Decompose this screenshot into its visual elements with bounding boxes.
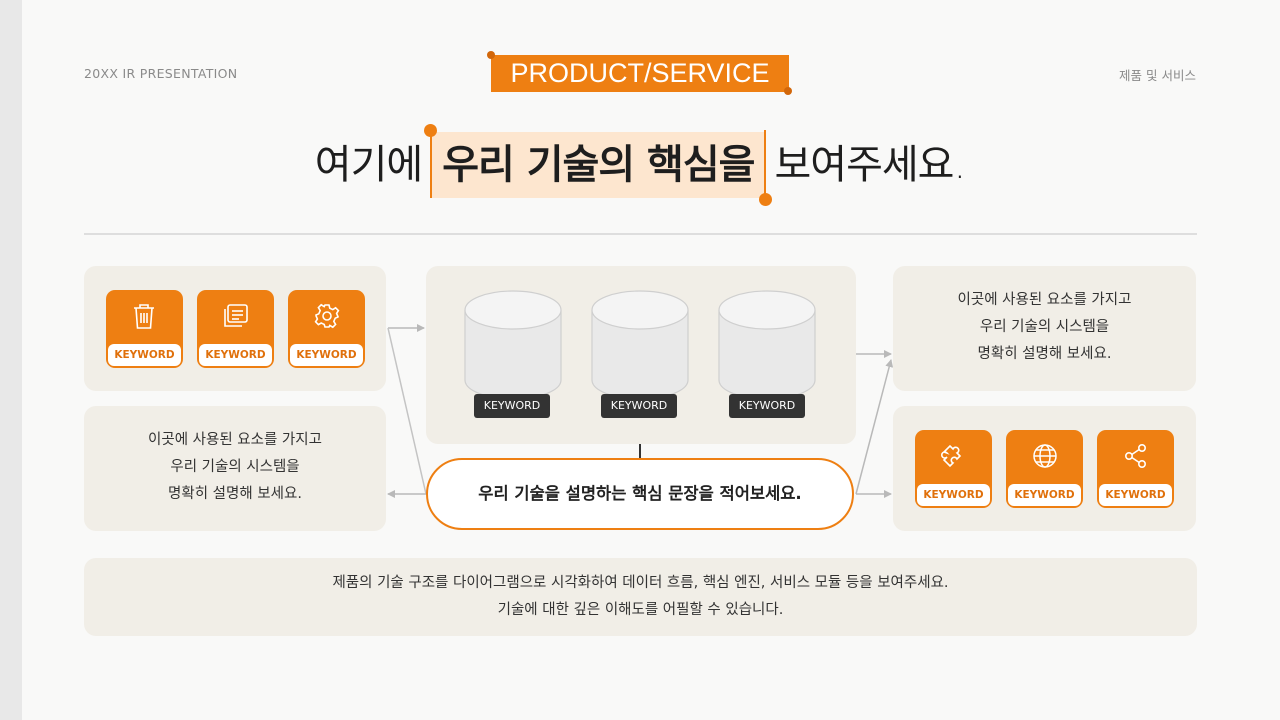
- keyword-card-documents: KEYWORD: [197, 290, 274, 368]
- badge-dot-top-left: [487, 51, 495, 59]
- title-suffix: 보여주세요.: [774, 142, 966, 188]
- keyword-card-gear: KEYWORD: [288, 290, 365, 368]
- keyword-label: KEYWORD: [290, 344, 363, 366]
- database-icon: [718, 290, 816, 400]
- gear-icon: [314, 303, 340, 329]
- left-description-panel: [84, 406, 386, 531]
- right-description: 이곳에 사용된 요소를 가지고 우리 기술의 시스템을 명확히 설명해 보세요.: [893, 287, 1196, 368]
- title-highlight-text: 우리 기술의 핵심을: [442, 142, 755, 188]
- keyword-card-globe: KEYWORD: [1006, 430, 1083, 508]
- highlight-dot-top: [424, 124, 438, 137]
- presentation-label: 20XX IR PRESENTATION: [84, 66, 238, 81]
- keyword-card-share: KEYWORD: [1097, 430, 1174, 508]
- database-icon: [464, 290, 562, 400]
- footer-line: 기술에 대한 깊은 이해도를 어필할 수 있습니다.: [497, 602, 784, 618]
- keyword-label: KEYWORD: [199, 344, 272, 366]
- description-line: 우리 기술의 시스템을: [170, 459, 300, 475]
- section-badge: PRODUCT/SERVICE: [491, 55, 789, 92]
- description-line: 우리 기술의 시스템을: [979, 319, 1110, 335]
- core-statement: 우리 기술을 설명하는 핵심 문장을 적어보세요.: [426, 458, 854, 530]
- description-line: 명확히 설명해 보세요.: [168, 486, 302, 502]
- footer-panel: [84, 558, 1197, 636]
- globe-icon: [1033, 444, 1057, 468]
- description-line: 이곳에 사용된 요소를 가지고: [957, 292, 1132, 308]
- footer-line: 제품의 기술 구조를 다이어그램으로 시각화하여 데이터 흐름, 핵심 엔진, …: [332, 575, 949, 591]
- database-cylinder-2: [591, 290, 689, 400]
- keyword-card-trash: KEYWORD: [106, 290, 183, 368]
- footer-description: 제품의 기술 구조를 다이어그램으로 시각화하여 데이터 흐름, 핵심 엔진, …: [84, 570, 1197, 624]
- left-description: 이곳에 사용된 요소를 가지고 우리 기술의 시스템을 명확히 설명해 보세요.: [84, 427, 386, 508]
- description-line: 명확히 설명해 보세요.: [977, 346, 1112, 362]
- trash-icon: [134, 304, 154, 329]
- database-icon: [591, 290, 689, 400]
- database-keyword-label: KEYWORD: [729, 394, 805, 418]
- database-cylinder-3: [718, 290, 816, 400]
- documents-icon: [224, 304, 248, 327]
- header-divider: [84, 233, 1197, 235]
- title-prefix: 여기에: [314, 142, 423, 188]
- highlight-dot-bottom: [759, 193, 773, 206]
- database-cylinder-1: [464, 290, 562, 400]
- left-edge-strip: [0, 0, 22, 720]
- arrow-core-to-right-text: [855, 359, 894, 495]
- database-keyword-label: KEYWORD: [474, 394, 550, 418]
- puzzle-icon: [941, 444, 962, 468]
- description-line: 이곳에 사용된 요소를 가지고: [148, 432, 322, 448]
- keyword-label: KEYWORD: [108, 344, 181, 366]
- keyword-label: KEYWORD: [1099, 484, 1172, 506]
- line-left-to-core: [387, 327, 427, 495]
- share-icon: [1124, 443, 1146, 468]
- title-highlight: 우리 기술의 핵심을: [424, 124, 773, 206]
- badge-dot-bottom-right: [784, 87, 792, 95]
- database-keyword-label: KEYWORD: [601, 394, 677, 418]
- keyword-card-puzzle: KEYWORD: [915, 430, 992, 508]
- keyword-label: KEYWORD: [1008, 484, 1081, 506]
- right-description-panel: [893, 266, 1196, 391]
- keyword-label: KEYWORD: [917, 484, 990, 506]
- section-label: 제품 및 서비스: [1119, 68, 1196, 83]
- page-title: 여기에 우리 기술의 핵심을 보여주세요.: [0, 124, 1280, 206]
